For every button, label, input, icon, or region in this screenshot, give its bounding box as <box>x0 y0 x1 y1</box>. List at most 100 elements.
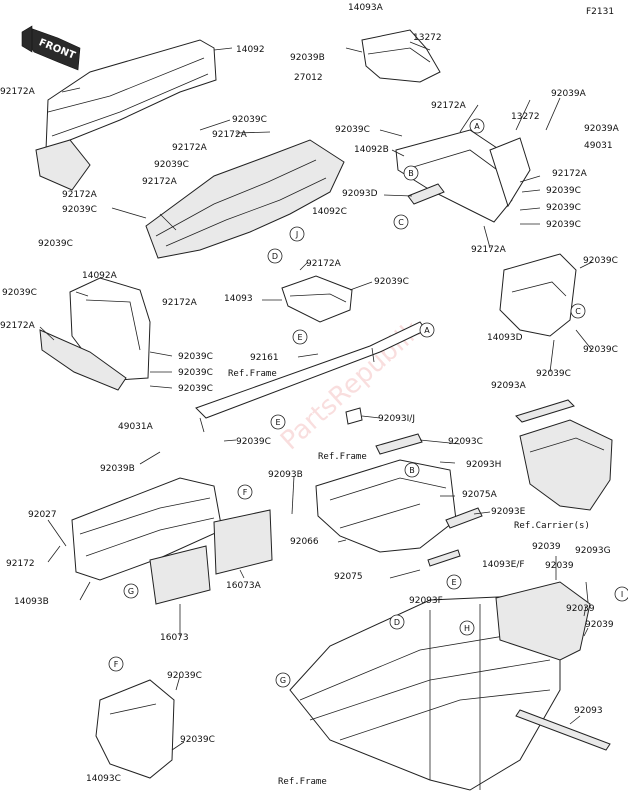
label-92039A: 92039A <box>551 89 587 99</box>
label-92039C: 92039C <box>167 671 202 681</box>
label-92039B: 92039B <box>290 53 325 63</box>
part-labels: 14093A 13272 92039B 27012 14092 92172A 9… <box>0 3 620 784</box>
label-92172A: 92172A <box>471 245 507 255</box>
callout-F: F <box>114 660 119 669</box>
callout-D: D <box>394 618 400 627</box>
label-92039C: 92039C <box>546 186 581 196</box>
label-92172A: 92172A <box>306 259 342 269</box>
label-92172A: 92172A <box>162 298 198 308</box>
label-92039C: 92039C <box>38 239 73 249</box>
label-92075: 92075 <box>334 572 363 582</box>
label-92039: 92039 <box>585 620 614 630</box>
label-14093D: 14093D <box>487 333 523 343</box>
label-92039: 92039 <box>532 542 561 552</box>
part-main-chassis <box>289 595 561 791</box>
callout-A: A <box>424 326 430 335</box>
label-14092A: 14092A <box>82 271 118 281</box>
label-27012: 27012 <box>294 73 323 83</box>
leader-lines <box>39 41 593 751</box>
callout-E: E <box>297 333 302 342</box>
part-14093B-panel <box>71 477 223 581</box>
label-92039C: 92039C <box>232 115 267 125</box>
label-14093: 14093 <box>224 294 253 304</box>
label-14093A: 14093A <box>348 3 384 13</box>
label-92093G: 92093G <box>575 546 611 556</box>
callout-A: A <box>474 122 480 131</box>
label-92039B: 92039B <box>100 464 135 474</box>
label-92172A: 92172A <box>552 169 588 179</box>
label-16073: 16073 <box>160 633 189 643</box>
label-92039: 92039 <box>566 604 595 614</box>
label-92039: 92039 <box>545 561 574 571</box>
label-92172A: 92172A <box>431 101 467 111</box>
label-92039C: 92039C <box>583 256 618 266</box>
part-14092A-guard <box>39 277 151 391</box>
label-13272: 13272 <box>413 33 442 43</box>
part-14093EF-panel <box>495 581 591 661</box>
label-92027: 92027 <box>28 510 57 520</box>
callout-I: I <box>621 590 623 599</box>
callout-B: B <box>409 466 415 475</box>
label-92075A: 92075A <box>462 490 498 500</box>
callout-B: B <box>408 169 414 178</box>
figure-code: F2131 <box>586 7 614 17</box>
label-14093EF: 14093E/F <box>482 560 525 570</box>
callout-G: G <box>128 587 134 596</box>
label-92066: 92066 <box>290 537 319 547</box>
label-92093F: 92093F <box>409 596 443 606</box>
label-92039C: 92039C <box>62 205 97 215</box>
label-92172A: 92172A <box>0 321 36 331</box>
label-92093D: 92093D <box>342 189 378 199</box>
part-14092C-floor-mat <box>145 139 345 259</box>
label-92039C: 92039C <box>536 369 571 379</box>
part-92093F-strip <box>427 549 461 567</box>
ref-carrier-label: Ref.Carrier(s) <box>514 521 590 531</box>
label-92093A: 92093A <box>491 381 527 391</box>
part-14093C-guard <box>95 679 175 779</box>
label-92039A: 92039A <box>584 124 620 134</box>
label-92039C: 92039C <box>374 277 409 287</box>
callout-F: F <box>243 488 248 497</box>
label-14092B: 14092B <box>354 145 389 155</box>
label-92039C: 92039C <box>2 288 37 298</box>
callout-C: C <box>575 307 581 316</box>
part-carrier <box>519 419 613 511</box>
callout-E: E <box>275 418 280 427</box>
label-92039C: 92039C <box>335 125 370 135</box>
label-92172A: 92172A <box>172 143 208 153</box>
ref-frame-label: Ref.Frame <box>318 452 367 462</box>
label-92039C: 92039C <box>236 437 271 447</box>
ref-labels: Ref.Frame Ref.Frame Ref.Frame Ref.Carrie… <box>228 369 590 787</box>
part-92093-bar <box>515 709 611 751</box>
label-92039C: 92039C <box>583 345 618 355</box>
label-49031: 49031 <box>584 141 613 151</box>
label-16073A: 16073A <box>226 581 262 591</box>
part-14092B-panel <box>395 129 531 223</box>
label-92039C: 92039C <box>178 368 213 378</box>
front-arrow-icon: FRONT <box>21 25 81 71</box>
callout-G: G <box>280 676 286 685</box>
label-13272: 13272 <box>511 112 540 122</box>
label-92039C: 92039C <box>180 735 215 745</box>
part-92093E-strip <box>445 507 483 529</box>
callout-H: H <box>464 624 470 633</box>
ref-frame-label: Ref.Frame <box>278 777 327 787</box>
callout-C: C <box>398 218 404 227</box>
part-16073A-flap <box>213 509 273 575</box>
label-92039C: 92039C <box>154 160 189 170</box>
label-14092C: 14092C <box>312 207 347 217</box>
label-92039C: 92039C <box>178 384 213 394</box>
part-14093A-cover <box>361 29 441 83</box>
part-mid-frame <box>315 459 457 553</box>
callout-letters: A A B B C C D D E E E F F G G H I J <box>108 118 628 688</box>
part-14093-assembly <box>281 275 353 323</box>
label-92039C: 92039C <box>546 203 581 213</box>
label-92093B: 92093B <box>268 470 303 480</box>
label-92172A: 92172A <box>142 177 178 187</box>
label-14092: 14092 <box>236 45 265 55</box>
part-92093IJ-bracket <box>345 407 363 425</box>
label-92039C: 92039C <box>546 220 581 230</box>
part-16073-flap <box>149 545 211 605</box>
label-92172A: 92172A <box>62 190 98 200</box>
label-92093: 92093 <box>574 706 603 716</box>
